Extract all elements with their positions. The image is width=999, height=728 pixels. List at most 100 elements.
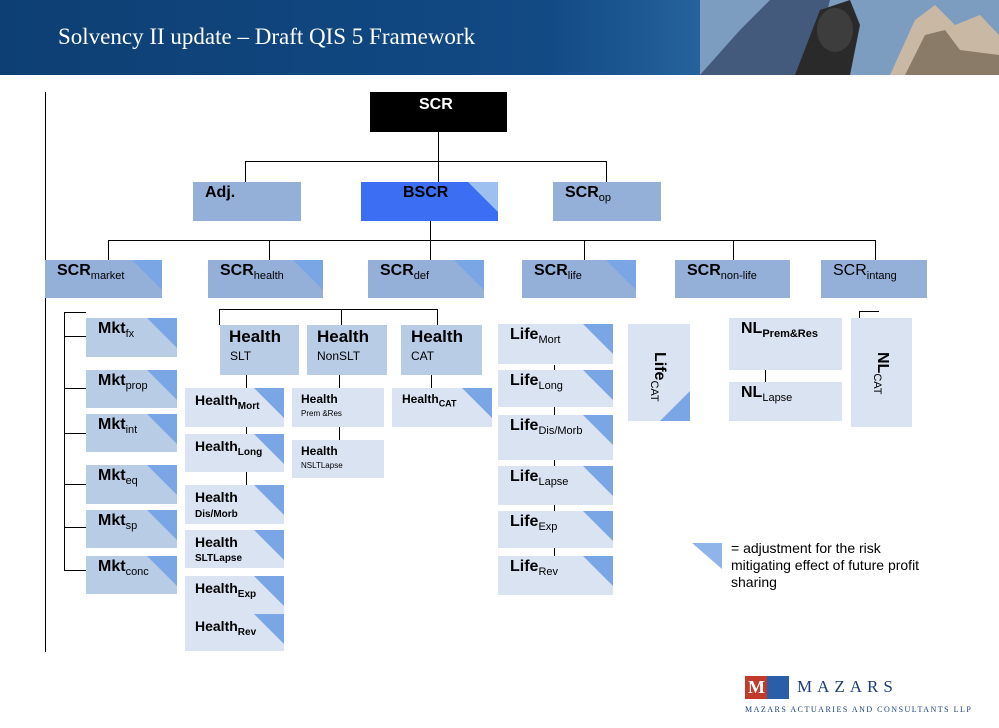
connector xyxy=(859,311,879,312)
connector xyxy=(733,240,734,260)
adjustment-marker xyxy=(583,324,613,354)
connector xyxy=(108,240,875,241)
connector xyxy=(339,427,340,440)
bscr-node: BSCR xyxy=(361,182,498,221)
mazars-logo-mark: M xyxy=(745,676,789,699)
adjustment-marker xyxy=(254,530,284,560)
health-premres-node: Health Prem &Res xyxy=(292,388,384,427)
nl-lapse-node: NLLapse xyxy=(729,382,842,421)
scr-health-node: SCRhealth xyxy=(208,260,323,298)
adjustment-marker xyxy=(132,260,162,290)
connector xyxy=(430,240,431,260)
adj-node: Adj. xyxy=(193,182,301,221)
life-lapse-node: LifeLapse xyxy=(498,466,613,505)
connector xyxy=(64,527,86,528)
adjustment-marker xyxy=(147,318,177,348)
adjustment-marker xyxy=(468,182,498,212)
adjustment-marker xyxy=(660,391,690,421)
life-rev-node: LifeRev xyxy=(498,556,613,595)
connector xyxy=(554,407,555,415)
scr-def-node: SCRdef xyxy=(368,260,484,298)
scr-nonlife-node: SCRnon-life xyxy=(675,260,790,298)
mkt-int-node: Mktint xyxy=(86,414,177,452)
adjustment-marker xyxy=(583,511,613,541)
adjustment-marker xyxy=(254,485,284,515)
connector xyxy=(64,312,86,313)
adjustment-marker xyxy=(462,388,492,418)
connector xyxy=(219,309,437,310)
scr-intang-node: SCRintang xyxy=(821,260,927,298)
mkt-fx-node: Mktfx xyxy=(86,318,177,357)
connector xyxy=(554,505,555,511)
connector xyxy=(438,131,439,162)
mkt-conc-node: Mktconc xyxy=(86,556,177,594)
connector xyxy=(64,433,86,434)
connector xyxy=(64,570,86,571)
connector xyxy=(554,460,555,466)
mazars-wordmark: MAZARS xyxy=(797,677,898,696)
adjustment-marker xyxy=(254,614,284,644)
connector xyxy=(246,427,247,435)
connector xyxy=(245,161,606,162)
nl-cat-node: NLCAT xyxy=(851,318,912,427)
adjustment-marker xyxy=(454,260,484,290)
left-divider xyxy=(45,92,46,652)
nl-premres-node: NLPrem&Res xyxy=(729,318,842,370)
adjustment-legend-text: = adjustment for the risk mitigating eff… xyxy=(731,540,920,590)
scr-node: SCR xyxy=(370,92,507,132)
mazars-logo: M MAZARS MAZARS ACTUARIES AND CONSULTANT… xyxy=(745,676,971,716)
adjustment-marker xyxy=(254,576,284,606)
connector xyxy=(64,336,86,337)
connector xyxy=(431,375,432,388)
adjustment-marker xyxy=(583,370,613,400)
connector xyxy=(108,240,109,260)
life-cat-node: LifeCAT xyxy=(628,324,690,421)
connector xyxy=(437,309,438,325)
health-long-node: HealthLong xyxy=(185,434,284,472)
adjustment-marker xyxy=(147,414,177,444)
connector xyxy=(554,365,555,370)
adjustment-marker xyxy=(147,370,177,400)
health-cat-node: Health CAT xyxy=(401,325,482,375)
health-mort-node: HealthMort xyxy=(185,388,284,427)
connector xyxy=(246,375,247,388)
life-long-node: LifeLong xyxy=(498,370,613,407)
health-sltlapse-node: Health SLTLapse xyxy=(185,530,284,568)
adjustment-marker xyxy=(147,556,177,586)
scr-life-node: SCRlife xyxy=(522,260,636,298)
adjustment-marker xyxy=(147,510,177,540)
adjustment-marker xyxy=(583,466,613,496)
mkt-eq-node: Mkteq xyxy=(86,465,177,504)
health-cat-sub-node: HealthCAT xyxy=(392,388,492,427)
health-dismorb-node: Health Dis/Morb xyxy=(185,485,284,524)
climber-photo xyxy=(700,0,999,75)
connector xyxy=(245,161,246,182)
connector xyxy=(875,240,876,260)
connector xyxy=(269,240,270,260)
connector xyxy=(64,484,86,485)
page-title: Solvency II update – Draft QIS 5 Framewo… xyxy=(58,24,476,49)
connector xyxy=(554,548,555,556)
adjustment-marker xyxy=(606,260,636,290)
adjustment-marker xyxy=(583,415,613,445)
life-exp-node: LifeExp xyxy=(498,511,613,548)
health-nsltlapse-node: Health NSLTLapse xyxy=(292,440,384,478)
health-rev-node: HealthRev xyxy=(185,614,284,651)
mkt-sp-node: Mktsp xyxy=(86,510,177,548)
connector xyxy=(765,370,766,382)
connector xyxy=(64,312,65,570)
scr-op-node: SCRop xyxy=(553,182,661,221)
adjustment-marker xyxy=(583,556,613,586)
connector xyxy=(339,375,340,388)
health-exp-node: HealthExp xyxy=(185,576,284,614)
adjustment-marker xyxy=(254,388,284,418)
connector xyxy=(430,221,431,241)
life-mort-node: LifeMort xyxy=(498,324,613,364)
adjustment-legend-marker xyxy=(692,543,722,569)
mazars-tagline: MAZARS ACTUARIES AND CONSULTANTS LLP xyxy=(745,705,973,714)
scr-market-node: SCRmarket xyxy=(45,260,162,298)
connector xyxy=(246,472,247,485)
connector xyxy=(859,311,860,318)
adjustment-marker xyxy=(254,434,284,464)
adjustment-marker xyxy=(293,260,323,290)
